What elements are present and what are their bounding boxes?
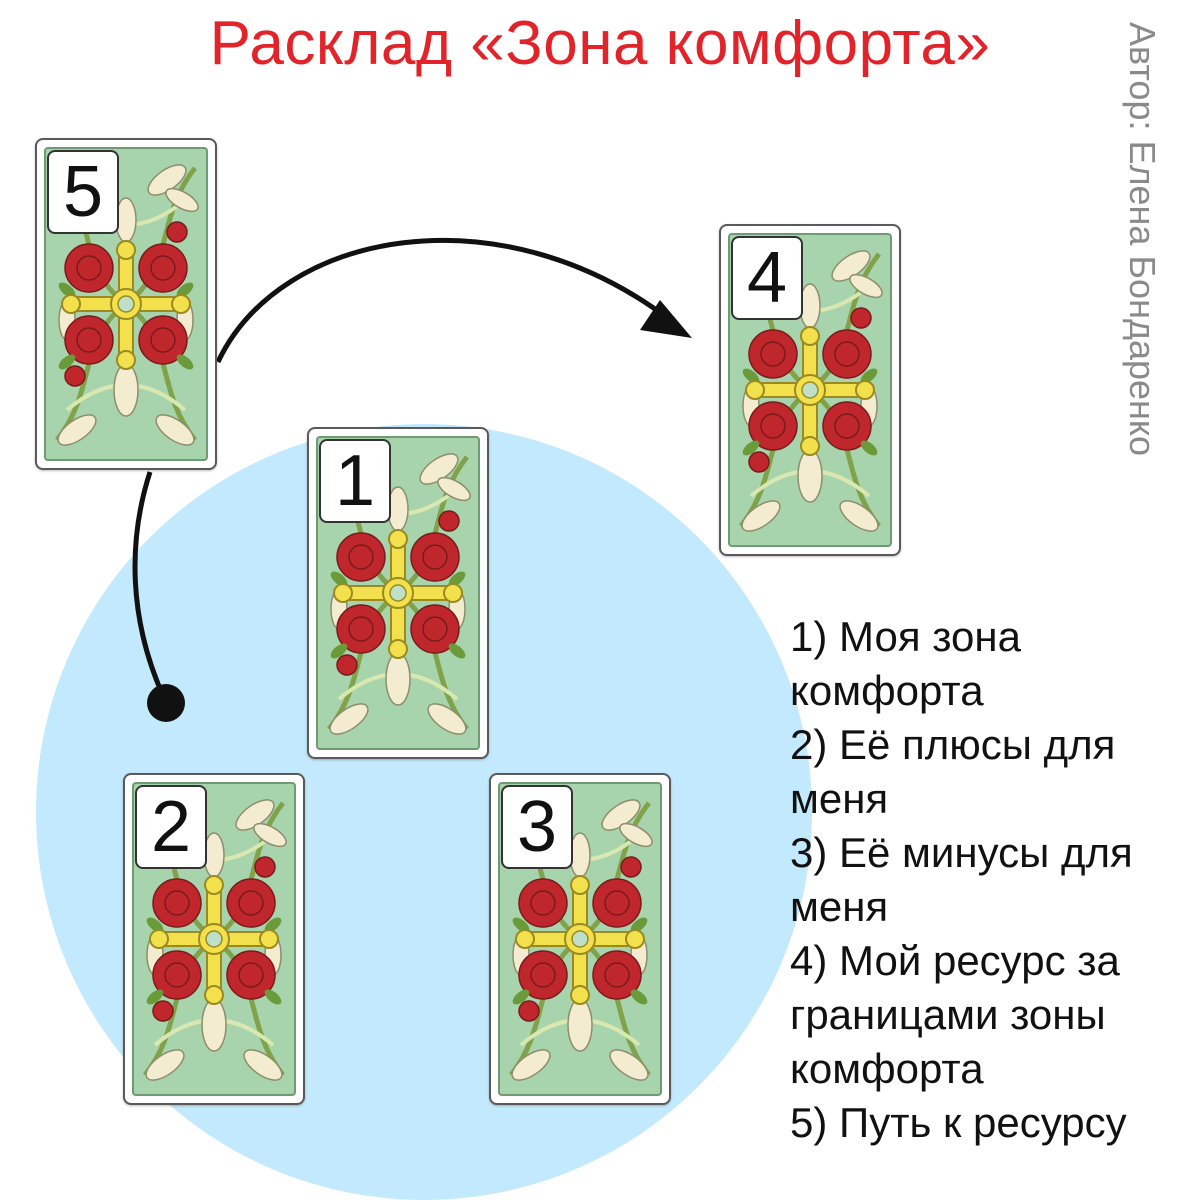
legend-item: 3) Её минусы для меня — [790, 829, 1133, 930]
card-2: 2 — [123, 773, 305, 1105]
position-legend: 1) Моя зона комфорта 2) Её плюсы для мен… — [790, 610, 1190, 1150]
legend-item: 4) Мой ресурс за границами зоны комфорта — [790, 937, 1120, 1092]
author-credit: Автор: Елена Бондаренко — [1122, 22, 1163, 457]
legend-item: 1) Моя зона комфорта — [790, 613, 1021, 714]
card-number: 3 — [501, 785, 573, 869]
legend-item: 2) Её плюсы для меня — [790, 721, 1116, 822]
card-number: 1 — [319, 439, 391, 523]
card-4: 4 — [719, 224, 901, 556]
card-1: 1 — [307, 427, 489, 759]
card-number: 5 — [47, 150, 119, 234]
page-title: Расклад «Зона комфорта» — [209, 9, 991, 78]
legend-item: 5) Путь к ресурсу — [790, 1099, 1127, 1146]
card-number: 2 — [135, 785, 207, 869]
card-5: 5 — [35, 138, 217, 470]
card-3: 3 — [489, 773, 671, 1105]
card-number: 4 — [731, 236, 803, 320]
